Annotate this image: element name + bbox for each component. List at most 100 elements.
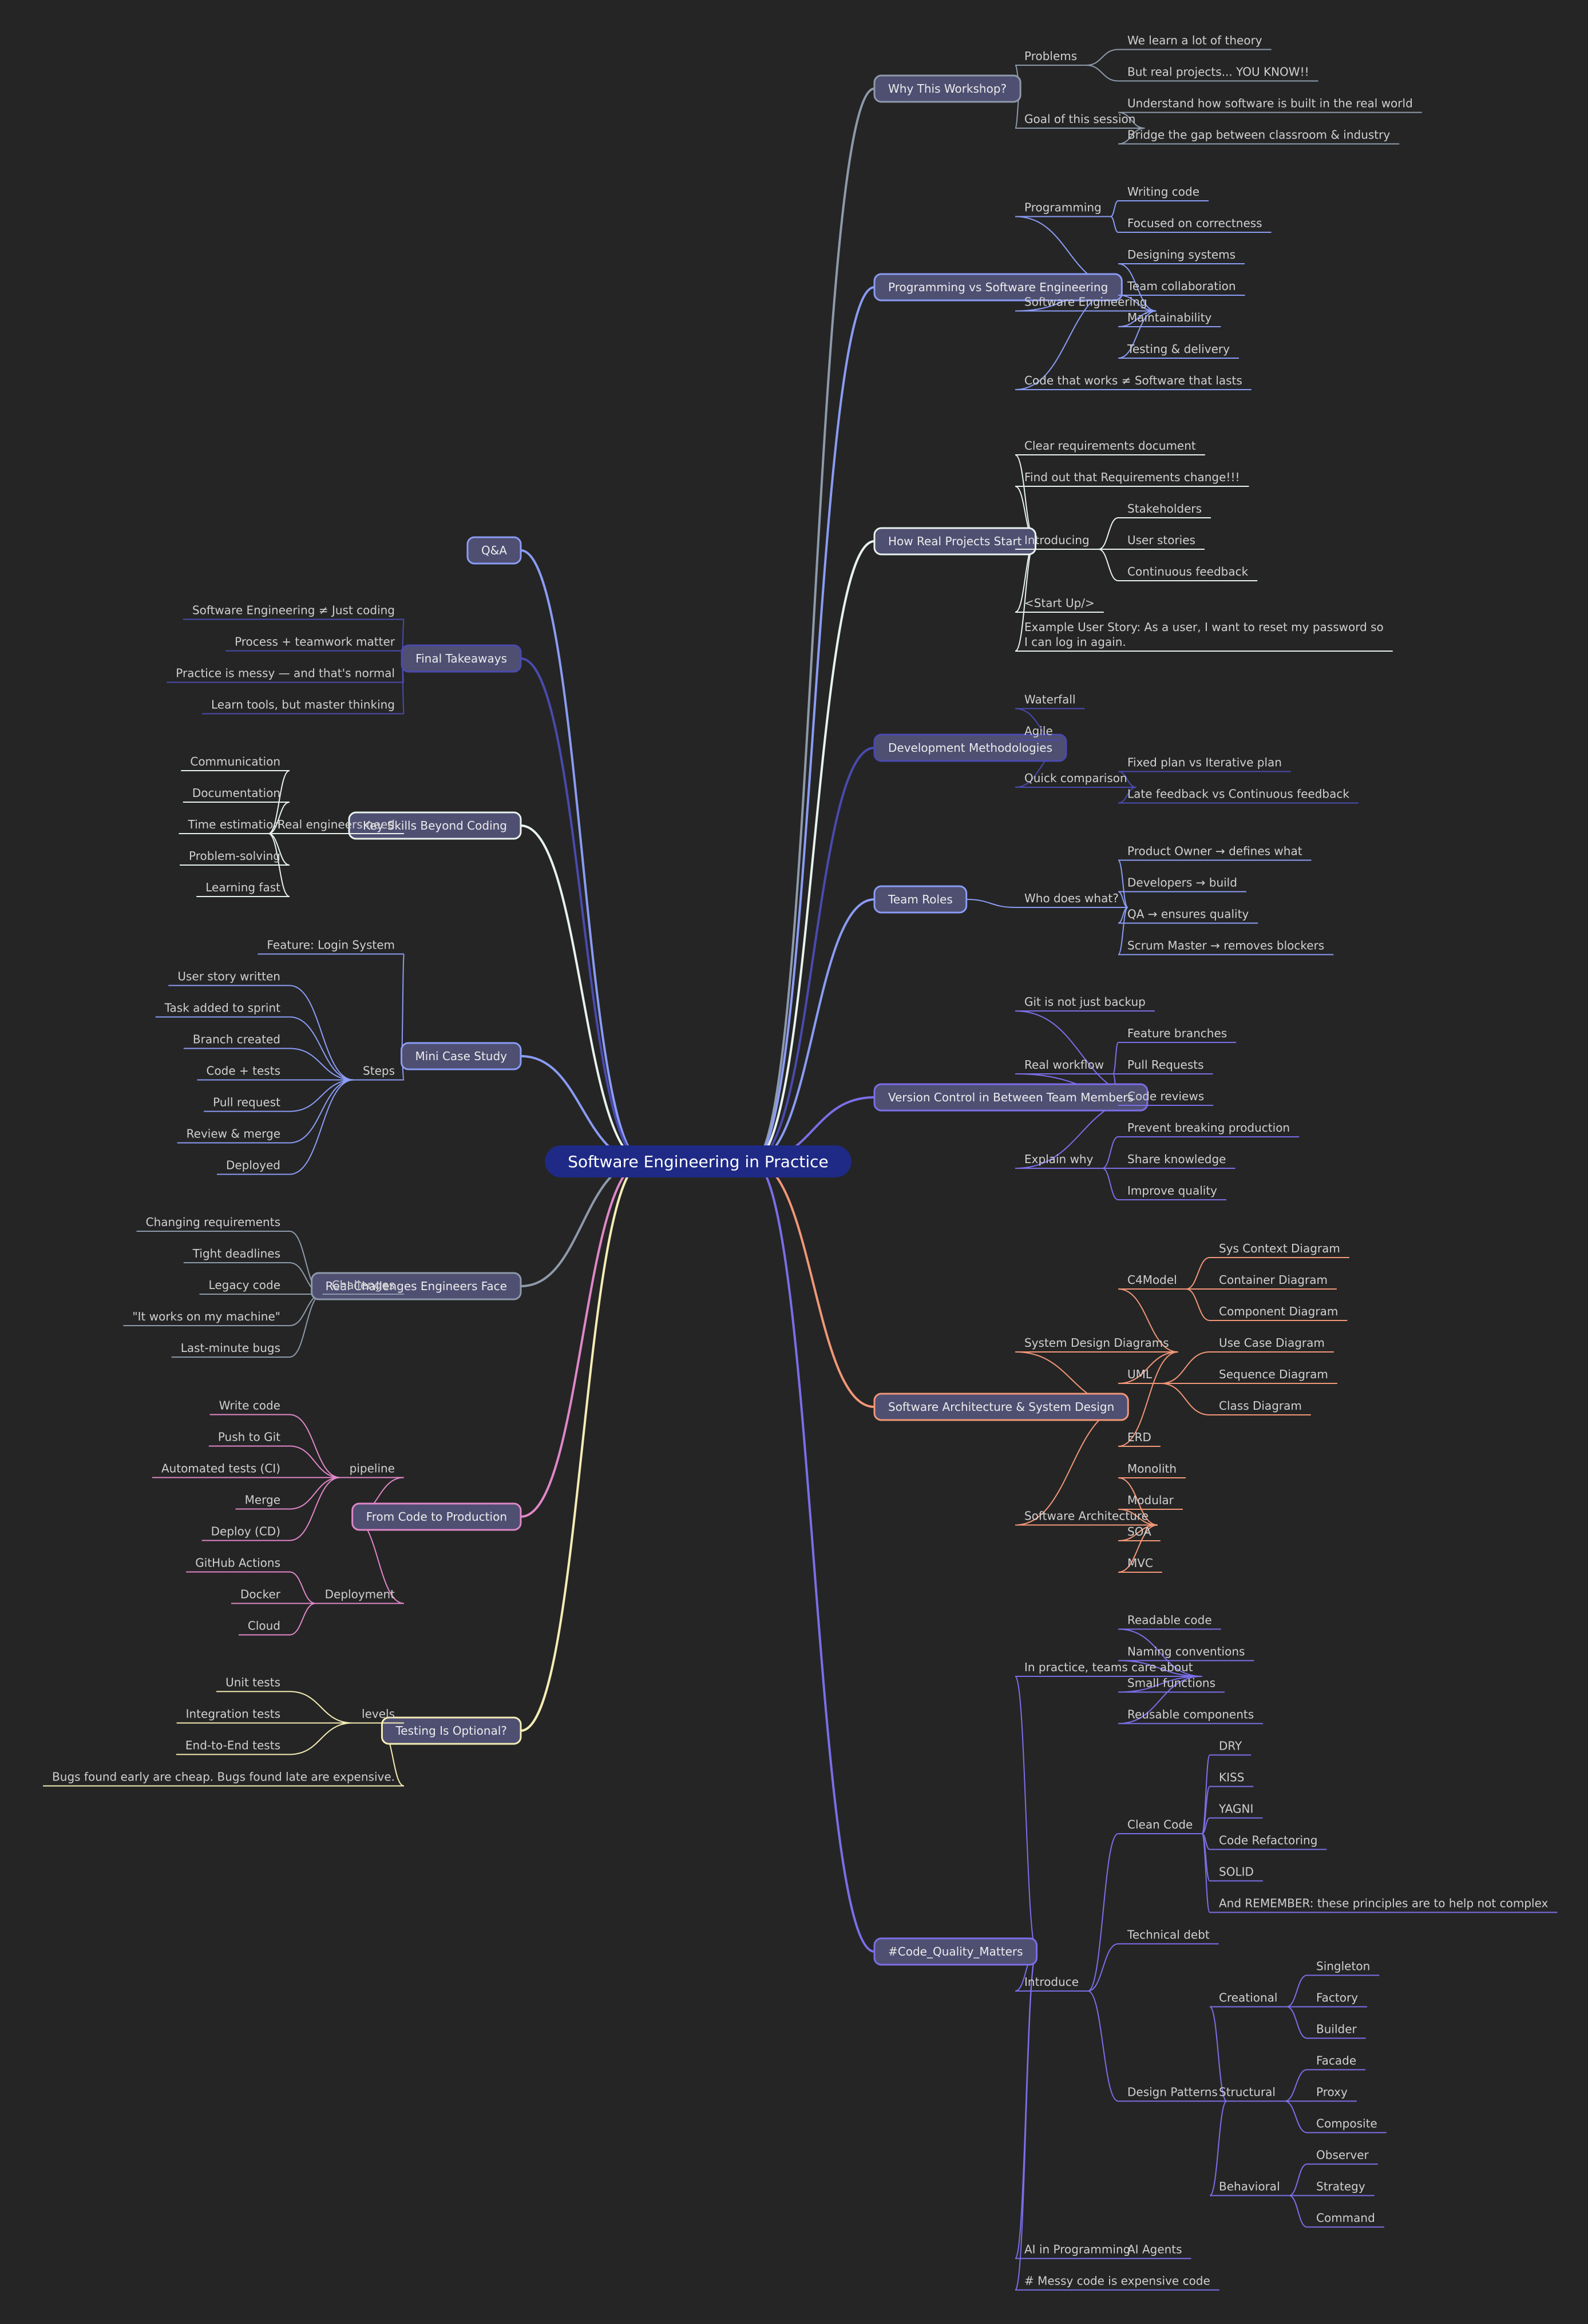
main-topic-code-quality-matters[interactable]: #Code_Quality_Matters bbox=[873, 1937, 1038, 1966]
main-topic-why-this-workshop[interactable]: Why This Workshop? bbox=[873, 74, 1021, 103]
topic-sys-context-diagram[interactable]: Sys Context Diagram bbox=[1210, 1242, 1349, 1258]
topic-git-is-not-just-backup[interactable]: Git is not just backup bbox=[1015, 995, 1155, 1012]
topic-learning-fast[interactable]: Learning fast bbox=[196, 881, 290, 897]
topic-find-out-that-requirements-change[interactable]: Find out that Requirements change!!! bbox=[1015, 470, 1249, 487]
topic-builder[interactable]: Builder bbox=[1307, 2022, 1366, 2039]
topic-composite[interactable]: Composite bbox=[1307, 2117, 1387, 2133]
topic-command[interactable]: Command bbox=[1307, 2211, 1384, 2228]
topic-deployed[interactable]: Deployed bbox=[216, 1159, 290, 1175]
topic-system-design-diagrams[interactable]: System Design Diagrams bbox=[1015, 1336, 1178, 1353]
topic-goal-of-this-session[interactable]: Goal of this session bbox=[1015, 112, 1145, 129]
topic-pull-request[interactable]: Pull request bbox=[204, 1096, 290, 1112]
main-topic-key-skills-beyond-coding[interactable]: Key Skills Beyond Coding bbox=[348, 811, 522, 840]
topic-process-teamwork-matter[interactable]: Process + teamwork matter bbox=[225, 635, 404, 652]
topic-agile[interactable]: Agile bbox=[1015, 724, 1062, 741]
topic-in-practice-teams-care-about[interactable]: In practice, teams care about bbox=[1015, 1660, 1202, 1677]
topic-structural[interactable]: Structural bbox=[1210, 2085, 1285, 2102]
topic-ai-in-programming[interactable]: AI in Programming bbox=[1015, 2243, 1140, 2259]
topic-facade[interactable]: Facade bbox=[1307, 2054, 1366, 2071]
main-topic-team-roles[interactable]: Team Roles bbox=[873, 885, 968, 914]
main-topic-final-takeaways[interactable]: Final Takeaways bbox=[401, 644, 522, 673]
topic-steps[interactable]: Steps bbox=[354, 1064, 404, 1081]
topic-scrum-master-removes-blockers[interactable]: Scrum Master → removes blockers bbox=[1118, 939, 1334, 955]
topic-but-real-projects-you-know[interactable]: But real projects... YOU KNOW!! bbox=[1118, 65, 1318, 82]
topic-code-tests[interactable]: Code + tests bbox=[197, 1064, 290, 1081]
topic-real-workflow[interactable]: Real workflow bbox=[1015, 1058, 1114, 1074]
topic-share-knowledge[interactable]: Share knowledge bbox=[1118, 1152, 1235, 1169]
topic-maintainability[interactable]: Maintainability bbox=[1118, 311, 1221, 327]
topic-quick-comparison[interactable]: Quick comparison bbox=[1015, 771, 1136, 788]
topic-class-diagram[interactable]: Class Diagram bbox=[1210, 1399, 1311, 1415]
topic-container-diagram[interactable]: Container Diagram bbox=[1210, 1273, 1337, 1290]
topic-bugs-found-early-are-cheap-bugs-found-la[interactable]: Bugs found early are cheap. Bugs found l… bbox=[43, 1770, 404, 1787]
topic-uml[interactable]: UML bbox=[1118, 1367, 1162, 1384]
topic-user-stories[interactable]: User stories bbox=[1118, 533, 1205, 550]
topic-software-engineering-just-coding[interactable]: Software Engineering ≠ Just coding bbox=[183, 604, 404, 620]
topic-developers-build[interactable]: Developers → build bbox=[1118, 876, 1246, 893]
topic-start-up[interactable]: <Start Up/> bbox=[1015, 596, 1104, 613]
topic-technical-debt[interactable]: Technical debt bbox=[1118, 1928, 1219, 1945]
topic-strategy[interactable]: Strategy bbox=[1307, 2180, 1375, 2196]
topic-merge[interactable]: Merge bbox=[235, 1493, 290, 1510]
topic-fixed-plan-vs-iterative-plan[interactable]: Fixed plan vs Iterative plan bbox=[1118, 756, 1291, 772]
main-topic-version-control-in-between-team-members[interactable]: Version Control in Between Team Members bbox=[873, 1083, 1149, 1112]
main-topic-software-architecture-system-design[interactable]: Software Architecture & System Design bbox=[873, 1393, 1129, 1421]
topic-problem-solving[interactable]: Problem-solving bbox=[180, 849, 290, 866]
topic-levels[interactable]: levels bbox=[353, 1707, 404, 1724]
topic-unit-tests[interactable]: Unit tests bbox=[216, 1676, 290, 1692]
topic-sequence-diagram[interactable]: Sequence Diagram bbox=[1210, 1367, 1337, 1384]
topic-proxy[interactable]: Proxy bbox=[1307, 2085, 1357, 2102]
topic-clean-code[interactable]: Clean Code bbox=[1118, 1818, 1202, 1834]
topic-docker[interactable]: Docker bbox=[231, 1588, 290, 1604]
topic-writing-code[interactable]: Writing code bbox=[1118, 185, 1209, 201]
topic-yagni[interactable]: YAGNI bbox=[1210, 1802, 1263, 1819]
topic-erd[interactable]: ERD bbox=[1118, 1430, 1161, 1447]
topic-who-does-what[interactable]: Who does what? bbox=[1015, 891, 1128, 908]
topic-pipeline[interactable]: pipeline bbox=[340, 1462, 404, 1478]
topic-review-merge[interactable]: Review & merge bbox=[177, 1127, 290, 1144]
topic-tight-deadlines[interactable]: Tight deadlines bbox=[183, 1247, 290, 1263]
topic-feature-login-system[interactable]: Feature: Login System bbox=[258, 938, 404, 955]
topic-last-minute-bugs[interactable]: Last-minute bugs bbox=[171, 1341, 290, 1358]
topic-waterfall[interactable]: Waterfall bbox=[1015, 693, 1085, 709]
topic-factory[interactable]: Factory bbox=[1307, 1991, 1368, 2008]
topic-code-refactoring[interactable]: Code Refactoring bbox=[1210, 1834, 1327, 1850]
main-topic-development-methodologies[interactable]: Development Methodologies bbox=[873, 733, 1067, 762]
main-topic-mini-case-study[interactable]: Mini Case Study bbox=[401, 1042, 522, 1070]
topic-qa-ensures-quality[interactable]: QA → ensures quality bbox=[1118, 907, 1258, 924]
topic-bridge-the-gap-between-classroom-industr[interactable]: Bridge the gap between classroom & indus… bbox=[1118, 128, 1400, 145]
topic-product-owner-defines-what[interactable]: Product Owner → defines what bbox=[1118, 844, 1312, 861]
main-topic-from-code-to-production[interactable]: From Code to Production bbox=[351, 1502, 522, 1531]
topic-push-to-git[interactable]: Push to Git bbox=[208, 1430, 290, 1447]
topic-end-to-end-tests[interactable]: End-to-End tests bbox=[176, 1739, 290, 1755]
topic-dry[interactable]: DRY bbox=[1210, 1739, 1252, 1756]
topic-understand-how-software-is-built-in-the-[interactable]: Understand how software is built in the … bbox=[1118, 97, 1422, 113]
main-topic-testing-is-optional[interactable]: Testing Is Optional? bbox=[381, 1716, 522, 1745]
topic-late-feedback-vs-continuous-feedback[interactable]: Late feedback vs Continuous feedback bbox=[1118, 787, 1359, 804]
topic-and-remember-these-principles-are-to-hel[interactable]: And REMEMBER: these principles are to he… bbox=[1210, 1897, 1558, 1913]
topic-feature-branches[interactable]: Feature branches bbox=[1118, 1026, 1237, 1043]
topic-integration-tests[interactable]: Integration tests bbox=[176, 1707, 290, 1724]
topic-monolith[interactable]: Monolith bbox=[1118, 1462, 1186, 1478]
topic-singleton[interactable]: Singleton bbox=[1307, 1960, 1380, 1976]
topic-learn-tools-but-master-thinking[interactable]: Learn tools, but master thinking bbox=[202, 698, 404, 715]
topic-pull-requests[interactable]: Pull Requests bbox=[1118, 1058, 1213, 1074]
main-topic-how-real-projects-start[interactable]: How Real Projects Start bbox=[873, 527, 1037, 556]
topic-we-learn-a-lot-of-theory[interactable]: We learn a lot of theory bbox=[1118, 34, 1272, 50]
topic-stakeholders[interactable]: Stakeholders bbox=[1118, 502, 1211, 518]
topic-messy-code-is-expensive-code[interactable]: # Messy code is expensive code bbox=[1015, 2274, 1219, 2291]
topic-task-added-to-sprint[interactable]: Task added to sprint bbox=[155, 1001, 290, 1018]
topic-improve-quality[interactable]: Improve quality bbox=[1118, 1184, 1227, 1200]
topic-write-code[interactable]: Write code bbox=[209, 1399, 290, 1415]
topic-readable-code[interactable]: Readable code bbox=[1118, 1613, 1221, 1630]
topic-communication[interactable]: Communication bbox=[181, 755, 290, 771]
topic-kiss[interactable]: KISS bbox=[1210, 1771, 1254, 1787]
topic-github-actions[interactable]: GitHub Actions bbox=[186, 1556, 290, 1573]
topic-challenges[interactable]: Challenges bbox=[322, 1278, 404, 1295]
topic-code-reviews[interactable]: Code reviews bbox=[1118, 1089, 1214, 1106]
topic-team-collaboration[interactable]: Team collaboration bbox=[1118, 279, 1245, 296]
topic-real-engineers-need[interactable]: Real engineers need bbox=[268, 818, 404, 834]
topic-changing-requirements[interactable]: Changing requirements bbox=[136, 1215, 290, 1232]
topic-legacy-code[interactable]: Legacy code bbox=[199, 1278, 290, 1295]
topic-designing-systems[interactable]: Designing systems bbox=[1118, 248, 1245, 264]
